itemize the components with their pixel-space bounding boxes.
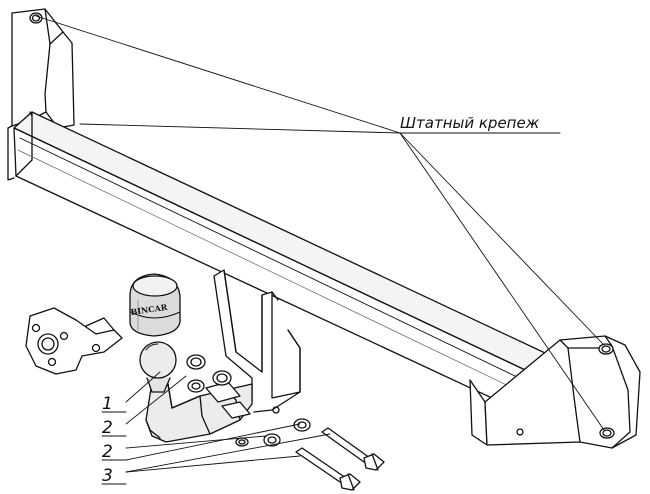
callout-number-2a: 2 — [102, 418, 113, 438]
fasteners-label: Штатный крепеж — [400, 114, 540, 132]
leader-lines — [35, 15, 605, 473]
tow-ball — [139, 341, 177, 393]
callout-number-2b: 2 — [102, 442, 113, 462]
left-mount-bracket — [7, 8, 75, 181]
socket-plate — [25, 307, 123, 375]
callout-ladder — [101, 411, 127, 485]
callout-number-3: 3 — [102, 466, 113, 486]
ball-cover — [129, 273, 181, 337]
hitch-nuts — [186, 354, 232, 393]
right-mount-bracket — [484, 335, 641, 449]
bolt-lower — [295, 447, 361, 491]
loose-washers — [263, 418, 311, 447]
bolt-upper — [321, 427, 385, 471]
hitch-bracket — [213, 269, 301, 414]
ball-mount — [145, 381, 253, 447]
cross-beam — [13, 111, 569, 446]
callout-number-1: 1 — [102, 394, 113, 414]
